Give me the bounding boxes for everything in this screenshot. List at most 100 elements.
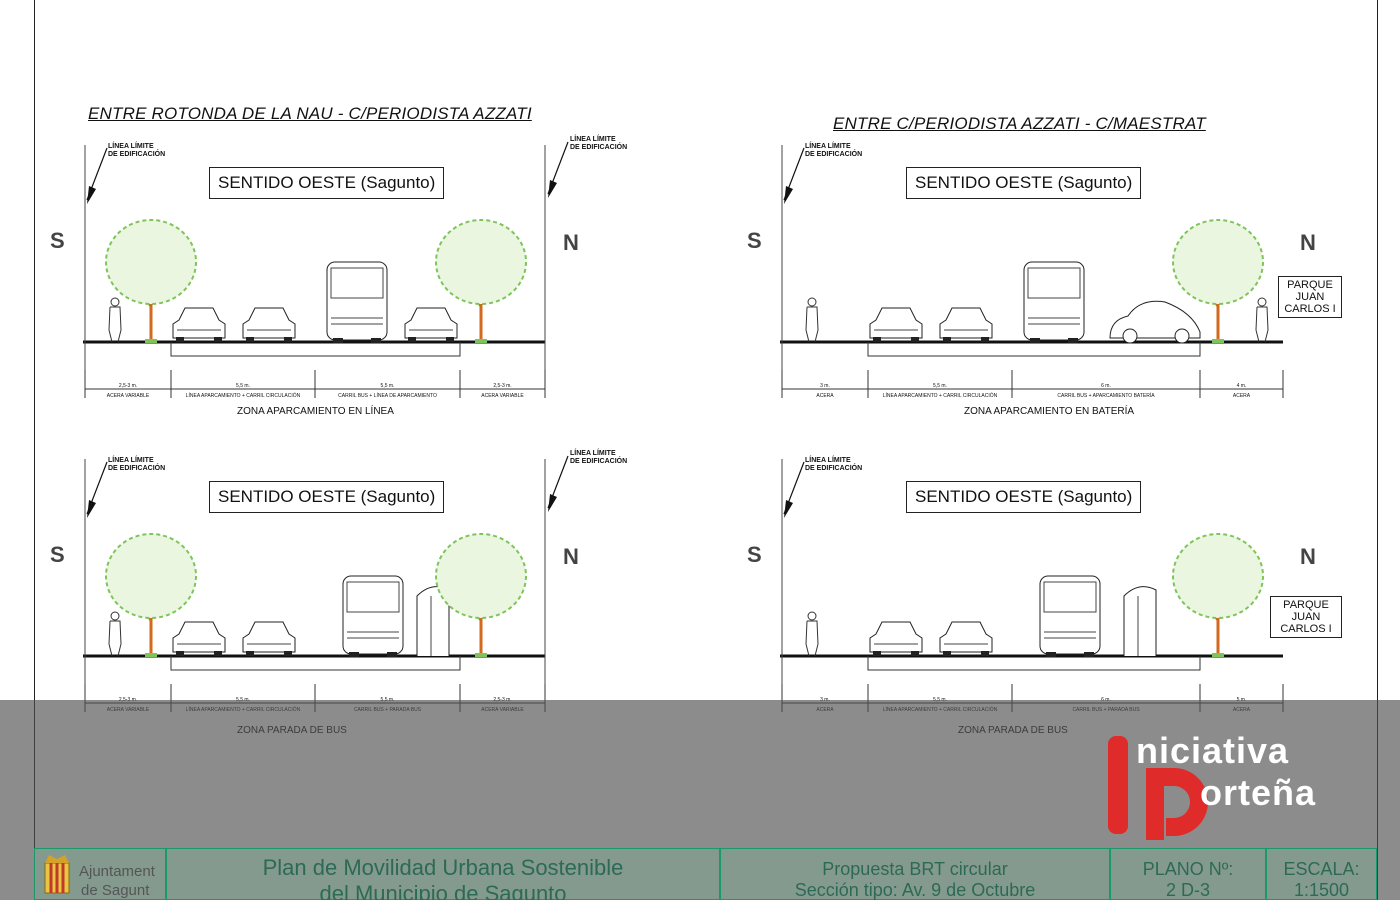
limit-arrow-head (548, 494, 557, 512)
dimension-value: 5,5 m. (236, 383, 250, 389)
bus-wheel (333, 338, 343, 343)
dimension-value: 6 m. (1101, 383, 1111, 389)
bus-windshield (1043, 581, 1097, 613)
plano-cell: PLANO Nº: 2 D-3 (1110, 848, 1266, 900)
parked-car (869, 621, 923, 653)
plan-title-line-1: Plan de Movilidad Urbana Sostenible (262, 855, 624, 880)
car-wheel (284, 337, 292, 342)
car-wheel (246, 651, 254, 656)
bus-wheel (387, 652, 397, 657)
parked-car (172, 621, 226, 653)
car-wheel (176, 337, 184, 342)
park-label-line: PARQUE (1283, 599, 1329, 611)
lane-label: ACERA (1233, 393, 1251, 399)
pedestrian-body (805, 620, 819, 657)
limit-label-line: LÍNEA LÍMITE (108, 143, 154, 150)
car-wheel (873, 337, 881, 342)
limit-label-line: LÍNEA LÍMITE (805, 143, 851, 150)
tree-canopy (1172, 219, 1264, 305)
pedestrian-head (110, 297, 120, 307)
title-block: Ajuntament de Sagunt Plan de Movilidad U… (34, 848, 1377, 900)
dimension-value: 2,5-3 m. (119, 383, 137, 389)
scale-cell: ESCALA: 1:1500 (1266, 848, 1377, 900)
scale-label: ESCALA: (1283, 859, 1360, 879)
park-label-line: JUAN CARLOS I (1284, 291, 1336, 315)
limit-label-line: DE EDIFICACIÓN (570, 458, 628, 465)
limit-label-line: LÍNEA LÍMITE (108, 457, 154, 464)
dimension-value: 5,5 m. (933, 383, 947, 389)
left-section-title: ENTRE ROTONDA DE LA NAU - C/PERIODISTA A… (88, 104, 532, 123)
proposal-line-1: Propuesta BRT circular (822, 859, 1008, 879)
plano-label: PLANO Nº: (1142, 859, 1234, 879)
car-wheel (943, 337, 951, 342)
car-wheel (176, 651, 184, 656)
parked-car (869, 307, 923, 339)
park-label-line: JUAN CARLOS I (1280, 611, 1332, 635)
brand-word-2: orteña (1200, 772, 1317, 813)
limit-arrow-head (784, 186, 793, 204)
sheet-border-left (34, 0, 35, 900)
dimension-value: 4 m. (1237, 383, 1247, 389)
zone-label: ZONA APARCAMIENTO EN BATERÍA (964, 406, 1135, 417)
zone-label: ZONA APARCAMIENTO EN LÍNEA (237, 406, 394, 417)
limit-arrow-head (87, 186, 96, 204)
coat-of-arms-icon (44, 855, 70, 894)
parked-car (404, 307, 458, 339)
south-label: S (747, 542, 762, 567)
iniciativa-portena-logo: niciativa orteña (1100, 730, 1360, 840)
bus-windshield (1027, 267, 1081, 299)
lane-label: LÍNEA APARCAMIENTO + CARRIL CIRCULACIÓN (883, 392, 998, 399)
car-wheel (911, 651, 919, 656)
limit-label-line: LÍNEA LÍMITE (570, 136, 616, 143)
direction-box: SENTIDO OESTE (Sagunto) (906, 167, 1142, 199)
tree-pit (1212, 339, 1224, 343)
pedestrian-body (1255, 306, 1269, 343)
lane-label: ACERA VARIABLE (481, 393, 524, 399)
right-section-title: ENTRE C/PERIODISTA AZZATI - C/MAESTRAT (833, 114, 1206, 133)
car-wheel (214, 337, 222, 342)
parked-car (242, 307, 296, 339)
cross-section-drawing: 3 m. ACERA 5,5 m. LÍNEA APARCAMIENTO + CARR… (780, 145, 1284, 399)
north-label: N (563, 544, 579, 569)
bus-wheel (349, 652, 359, 657)
tree-canopy (1172, 533, 1264, 619)
car-wheel (981, 651, 989, 656)
pedestrian-body (805, 306, 819, 343)
north-label: N (1300, 544, 1316, 569)
proposal-cell: Propuesta BRT circular Sección tipo: Av.… (720, 848, 1110, 900)
parked-car (939, 621, 993, 653)
parked-car (939, 307, 993, 339)
bus-windshield (346, 581, 400, 613)
org-line-1: Ajuntament (79, 863, 155, 880)
dimension-value: 3 m. (820, 383, 830, 389)
car-wheel (911, 337, 919, 342)
north-label: N (1300, 230, 1316, 255)
car-wheel (284, 651, 292, 656)
tree-canopy (435, 533, 527, 619)
pedestrian-head (807, 611, 817, 621)
org-line-2: de Sagunt (81, 882, 150, 899)
pedestrian-body (108, 306, 122, 343)
tree-pit (475, 653, 487, 657)
tree-canopy (105, 533, 197, 619)
bus-wheel (1046, 652, 1056, 657)
tree-canopy (105, 219, 197, 305)
cross-section-panel-2: 3 m. ACERA 5,5 m. LÍNEA APARCAMIENTO + CARR… (742, 130, 1342, 440)
bus-shelter (1123, 586, 1157, 656)
beetle-car (1109, 300, 1201, 339)
limit-label-line: DE EDIFICACIÓN (805, 465, 863, 472)
limit-label-line: DE EDIFICACIÓN (108, 151, 166, 158)
car-wheel (446, 337, 454, 342)
limit-arrow-head (784, 500, 793, 518)
limit-label-line: DE EDIFICACIÓN (805, 151, 863, 158)
limit-arrow-head (87, 500, 96, 518)
lane-label: ACERA VARIABLE (107, 393, 150, 399)
car-wheel (873, 651, 881, 656)
